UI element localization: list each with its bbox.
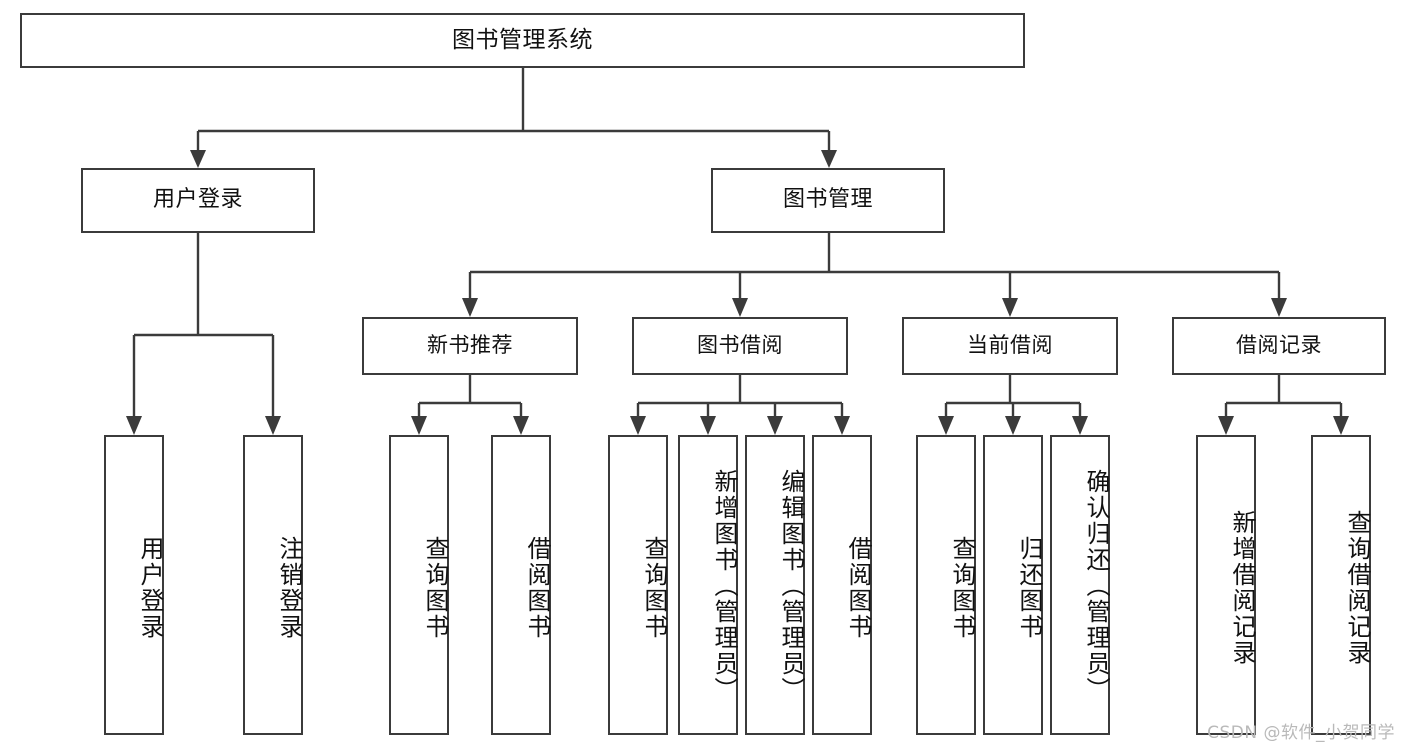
node-leaf-borrow-book-1-label: 借阅图书 <box>523 536 551 640</box>
arrow-leaf-query-book-2 <box>630 416 646 435</box>
node-user-login-label: 用户登录 <box>152 187 243 213</box>
node-leaf-confirm-return[interactable]: 确认归还（管理员） <box>1050 435 1110 735</box>
node-leaf-query-book-1-label: 查询图书 <box>421 536 449 640</box>
node-leaf-query-book-2-label: 查询图书 <box>640 536 668 640</box>
node-leaf-edit-book[interactable]: 编辑图书（管理员） <box>745 435 805 735</box>
node-book-management-label: 图书管理 <box>782 187 873 213</box>
node-leaf-query-book-3[interactable]: 查询图书 <box>916 435 976 735</box>
arrow-user-login <box>190 150 206 168</box>
node-root-label: 图书管理系统 <box>452 26 593 53</box>
arrow-leaf-edit-book <box>767 416 783 435</box>
node-borrow-record-label: 借阅记录 <box>1236 333 1322 358</box>
node-book-management[interactable]: 图书管理 <box>711 168 945 233</box>
node-leaf-edit-book-label: 编辑图书（管理员） <box>777 469 805 703</box>
node-leaf-logout[interactable]: 注销登录 <box>243 435 303 735</box>
arrow-leaf-borrow-book-2 <box>834 416 850 435</box>
node-leaf-borrow-book-2[interactable]: 借阅图书 <box>812 435 872 735</box>
node-leaf-query-book-3-label: 查询图书 <box>948 536 976 640</box>
node-leaf-add-book[interactable]: 新增图书（管理员） <box>678 435 738 735</box>
arrow-leaf-query-book-1 <box>411 416 427 435</box>
arrow-leaf-borrow-book-1 <box>513 416 529 435</box>
arrow-leaf-query-book-3 <box>938 416 954 435</box>
arrow-book-borrow <box>732 298 748 317</box>
node-leaf-add-book-label: 新增图书（管理员） <box>710 469 738 703</box>
arrow-current-borrow <box>1002 298 1018 317</box>
node-leaf-add-record-label: 新增借阅记录 <box>1228 510 1256 666</box>
node-user-login[interactable]: 用户登录 <box>81 168 315 233</box>
node-current-borrow-label: 当前借阅 <box>967 333 1053 358</box>
arrow-leaf-user-login <box>126 416 142 435</box>
node-book-borrow-label: 图书借阅 <box>697 333 783 358</box>
node-leaf-query-record[interactable]: 查询借阅记录 <box>1311 435 1371 735</box>
node-leaf-user-login[interactable]: 用户登录 <box>104 435 164 735</box>
arrow-leaf-logout <box>265 416 281 435</box>
arrow-book-management <box>821 150 837 168</box>
node-new-book-recommend-label: 新书推荐 <box>427 333 513 358</box>
node-leaf-borrow-book-2-label: 借阅图书 <box>844 536 872 640</box>
csdn-watermark: CSDN @软件_小贺同学 <box>1207 723 1395 743</box>
node-borrow-record[interactable]: 借阅记录 <box>1172 317 1386 375</box>
node-book-borrow[interactable]: 图书借阅 <box>632 317 848 375</box>
node-leaf-user-login-label: 用户登录 <box>136 536 164 640</box>
node-leaf-return-book[interactable]: 归还图书 <box>983 435 1043 735</box>
arrow-borrow-record <box>1271 298 1287 317</box>
node-new-book-recommend[interactable]: 新书推荐 <box>362 317 578 375</box>
node-leaf-return-book-label: 归还图书 <box>1015 536 1043 640</box>
node-leaf-confirm-return-label: 确认归还（管理员） <box>1082 469 1110 703</box>
arrow-leaf-add-record <box>1218 416 1234 435</box>
node-leaf-add-record[interactable]: 新增借阅记录 <box>1196 435 1256 735</box>
node-leaf-logout-label: 注销登录 <box>275 536 303 640</box>
arrow-leaf-confirm-return <box>1072 416 1088 435</box>
node-current-borrow[interactable]: 当前借阅 <box>902 317 1118 375</box>
arrow-new-book-recommend <box>462 298 478 317</box>
node-leaf-borrow-book-1[interactable]: 借阅图书 <box>491 435 551 735</box>
arrow-leaf-add-book <box>700 416 716 435</box>
arrow-leaf-query-record <box>1333 416 1349 435</box>
node-leaf-query-book-1[interactable]: 查询图书 <box>389 435 449 735</box>
arrow-leaf-return-book <box>1005 416 1021 435</box>
node-leaf-query-record-label: 查询借阅记录 <box>1343 510 1371 666</box>
node-leaf-query-book-2[interactable]: 查询图书 <box>608 435 668 735</box>
node-root[interactable]: 图书管理系统 <box>20 13 1025 68</box>
